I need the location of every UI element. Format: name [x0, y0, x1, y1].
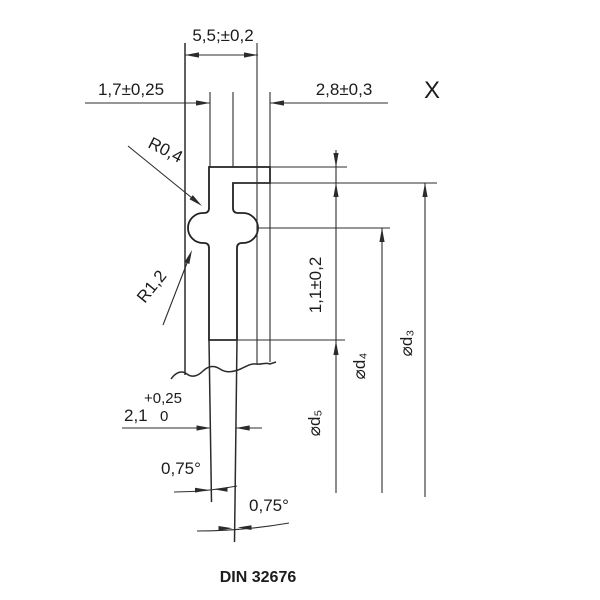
dim-wall-tol-upper: +0,25	[144, 390, 182, 407]
arrow-recess-left	[196, 100, 210, 106]
dim-recess-left: 1,7±0,25	[98, 80, 164, 99]
angle-label-right: 0,75°	[249, 496, 289, 515]
angle-arc-right	[196, 522, 290, 532]
dimension-labels: 5,5;±0,2 1,7±0,25 2,8±0,3 X R0,4 R1,2 1,…	[98, 26, 440, 586]
diameter-label-d4: ⌀d₄	[350, 353, 369, 380]
standard-caption: DIN 32676	[220, 569, 297, 586]
leader-lines	[127, 145, 202, 326]
diameter-label-d3: ⌀d₃	[397, 330, 416, 357]
leader-r12	[162, 262, 188, 326]
gasket-section	[187, 166, 271, 341]
section-marker-x: X	[424, 77, 440, 104]
radius-callout-r04: R0,4	[145, 133, 186, 166]
break-line-wavy	[170, 361, 277, 380]
arrow-flange-top	[333, 153, 339, 167]
dim-wall-value: 2,1	[124, 406, 148, 425]
arrow-flange-bottom	[333, 183, 339, 197]
gasket-profile-outline	[187, 166, 271, 341]
arrow-leader-r12	[184, 250, 192, 264]
leader-r04	[127, 145, 193, 199]
ferrule-outline	[170, 43, 277, 543]
arrow-angle-left-b	[213, 487, 228, 492]
dim-wall-tol-lower: 0	[160, 408, 168, 425]
arrow-d5	[333, 341, 339, 355]
arrow-angle-right-b	[237, 525, 252, 530]
bore-wall-right-tapered	[233, 339, 238, 543]
diameter-label-d5: ⌀d₅	[305, 410, 324, 437]
arrow-angle-left-a	[195, 487, 209, 493]
arrow-angle-right-a	[218, 526, 233, 531]
arrow-width-left	[185, 52, 199, 58]
dim-gasket-width: 5,5;±0,2	[192, 26, 253, 45]
dim-flange-height: 1,1±0,2	[306, 257, 325, 314]
angle-label-left: 0,75°	[161, 459, 201, 478]
radius-callout-r12: R1,2	[133, 267, 170, 307]
arrow-leader-r04	[189, 195, 202, 206]
arrow-wall-left	[196, 425, 211, 431]
arrow-d3	[422, 183, 428, 197]
extension-lines	[209, 92, 437, 341]
angle-arc-left	[173, 485, 238, 493]
arrow-recess-right	[270, 100, 284, 106]
bore-wall-left-tapered	[208, 339, 213, 503]
arrow-width-right	[244, 52, 258, 58]
dim-recess-right: 2,8±0,3	[316, 80, 373, 99]
dimension-lines	[85, 52, 428, 532]
arrow-wall-right	[235, 425, 250, 431]
arrow-d4	[379, 228, 385, 242]
